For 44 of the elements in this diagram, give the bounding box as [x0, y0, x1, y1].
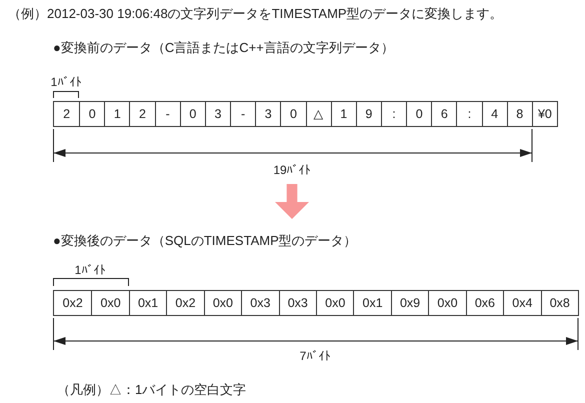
byte-cell: 0x6 — [466, 291, 504, 315]
diagram-title: （例）2012-03-30 19:06:48の文字列データをTIMESTAMP型のデータに変換します。 — [8, 6, 503, 21]
byte-cell: 0x0 — [91, 291, 129, 315]
byte-cell: 0x1 — [128, 291, 166, 315]
byte-cell: 3 — [255, 102, 280, 126]
byte-cell: 0x8 — [540, 291, 578, 315]
byte-cell: 1 — [330, 102, 356, 126]
byte-cell: 0x4 — [503, 291, 541, 315]
byte-row — [53, 290, 579, 316]
byte-cell: - — [154, 102, 180, 126]
byte-cell: 8 — [506, 102, 532, 126]
byte-cell: 0 — [180, 102, 205, 126]
byte-cell: - — [230, 102, 256, 126]
dimension-label: 1ﾊﾞｲﾄ — [50, 75, 82, 90]
byte-row — [53, 101, 558, 127]
byte-cell: 9 — [356, 102, 381, 126]
byte-cell: 0x1 — [353, 291, 391, 315]
byte-cell: 0x2 — [54, 291, 92, 315]
byte-cell: 0x3 — [241, 291, 279, 315]
byte-cell: ¥0 — [532, 102, 557, 126]
byte-cell: 3 — [204, 102, 230, 126]
legend-note: （凡例）△：1バイトの空白文字 — [57, 382, 246, 397]
byte-cell: 0x9 — [390, 291, 428, 315]
section-heading: ●変換後のデータ（SQLのTIMESTAMP型のデータ） — [53, 233, 357, 248]
byte-cell: : — [456, 102, 482, 126]
byte-cell: 0x2 — [166, 291, 204, 315]
dimension-label: 1ﾊﾞｲﾄ — [74, 263, 106, 278]
dimension-label: 7ﾊﾞｲﾄ — [300, 349, 330, 364]
byte-cell: 1 — [104, 102, 130, 126]
byte-cell: 0 — [406, 102, 432, 126]
byte-cell: 0 — [79, 102, 104, 126]
byte-cell: 0 — [280, 102, 306, 126]
byte-cell: 0x0 — [316, 291, 354, 315]
byte-cell: : — [380, 102, 406, 126]
dimension-label: 19ﾊﾞｲﾄ — [273, 163, 311, 178]
byte-cell: 4 — [482, 102, 507, 126]
byte-cell: 0x0 — [204, 291, 242, 315]
byte-cell: 2 — [54, 102, 80, 126]
byte-cell: △ — [306, 102, 331, 126]
byte-cell: 6 — [431, 102, 456, 126]
section-heading: ●変換前のデータ（C言語またはC++言語の文字列データ） — [53, 40, 394, 55]
byte-cell: 0x0 — [428, 291, 466, 315]
byte-cell: 2 — [129, 102, 155, 126]
byte-cell: 0x3 — [278, 291, 316, 315]
